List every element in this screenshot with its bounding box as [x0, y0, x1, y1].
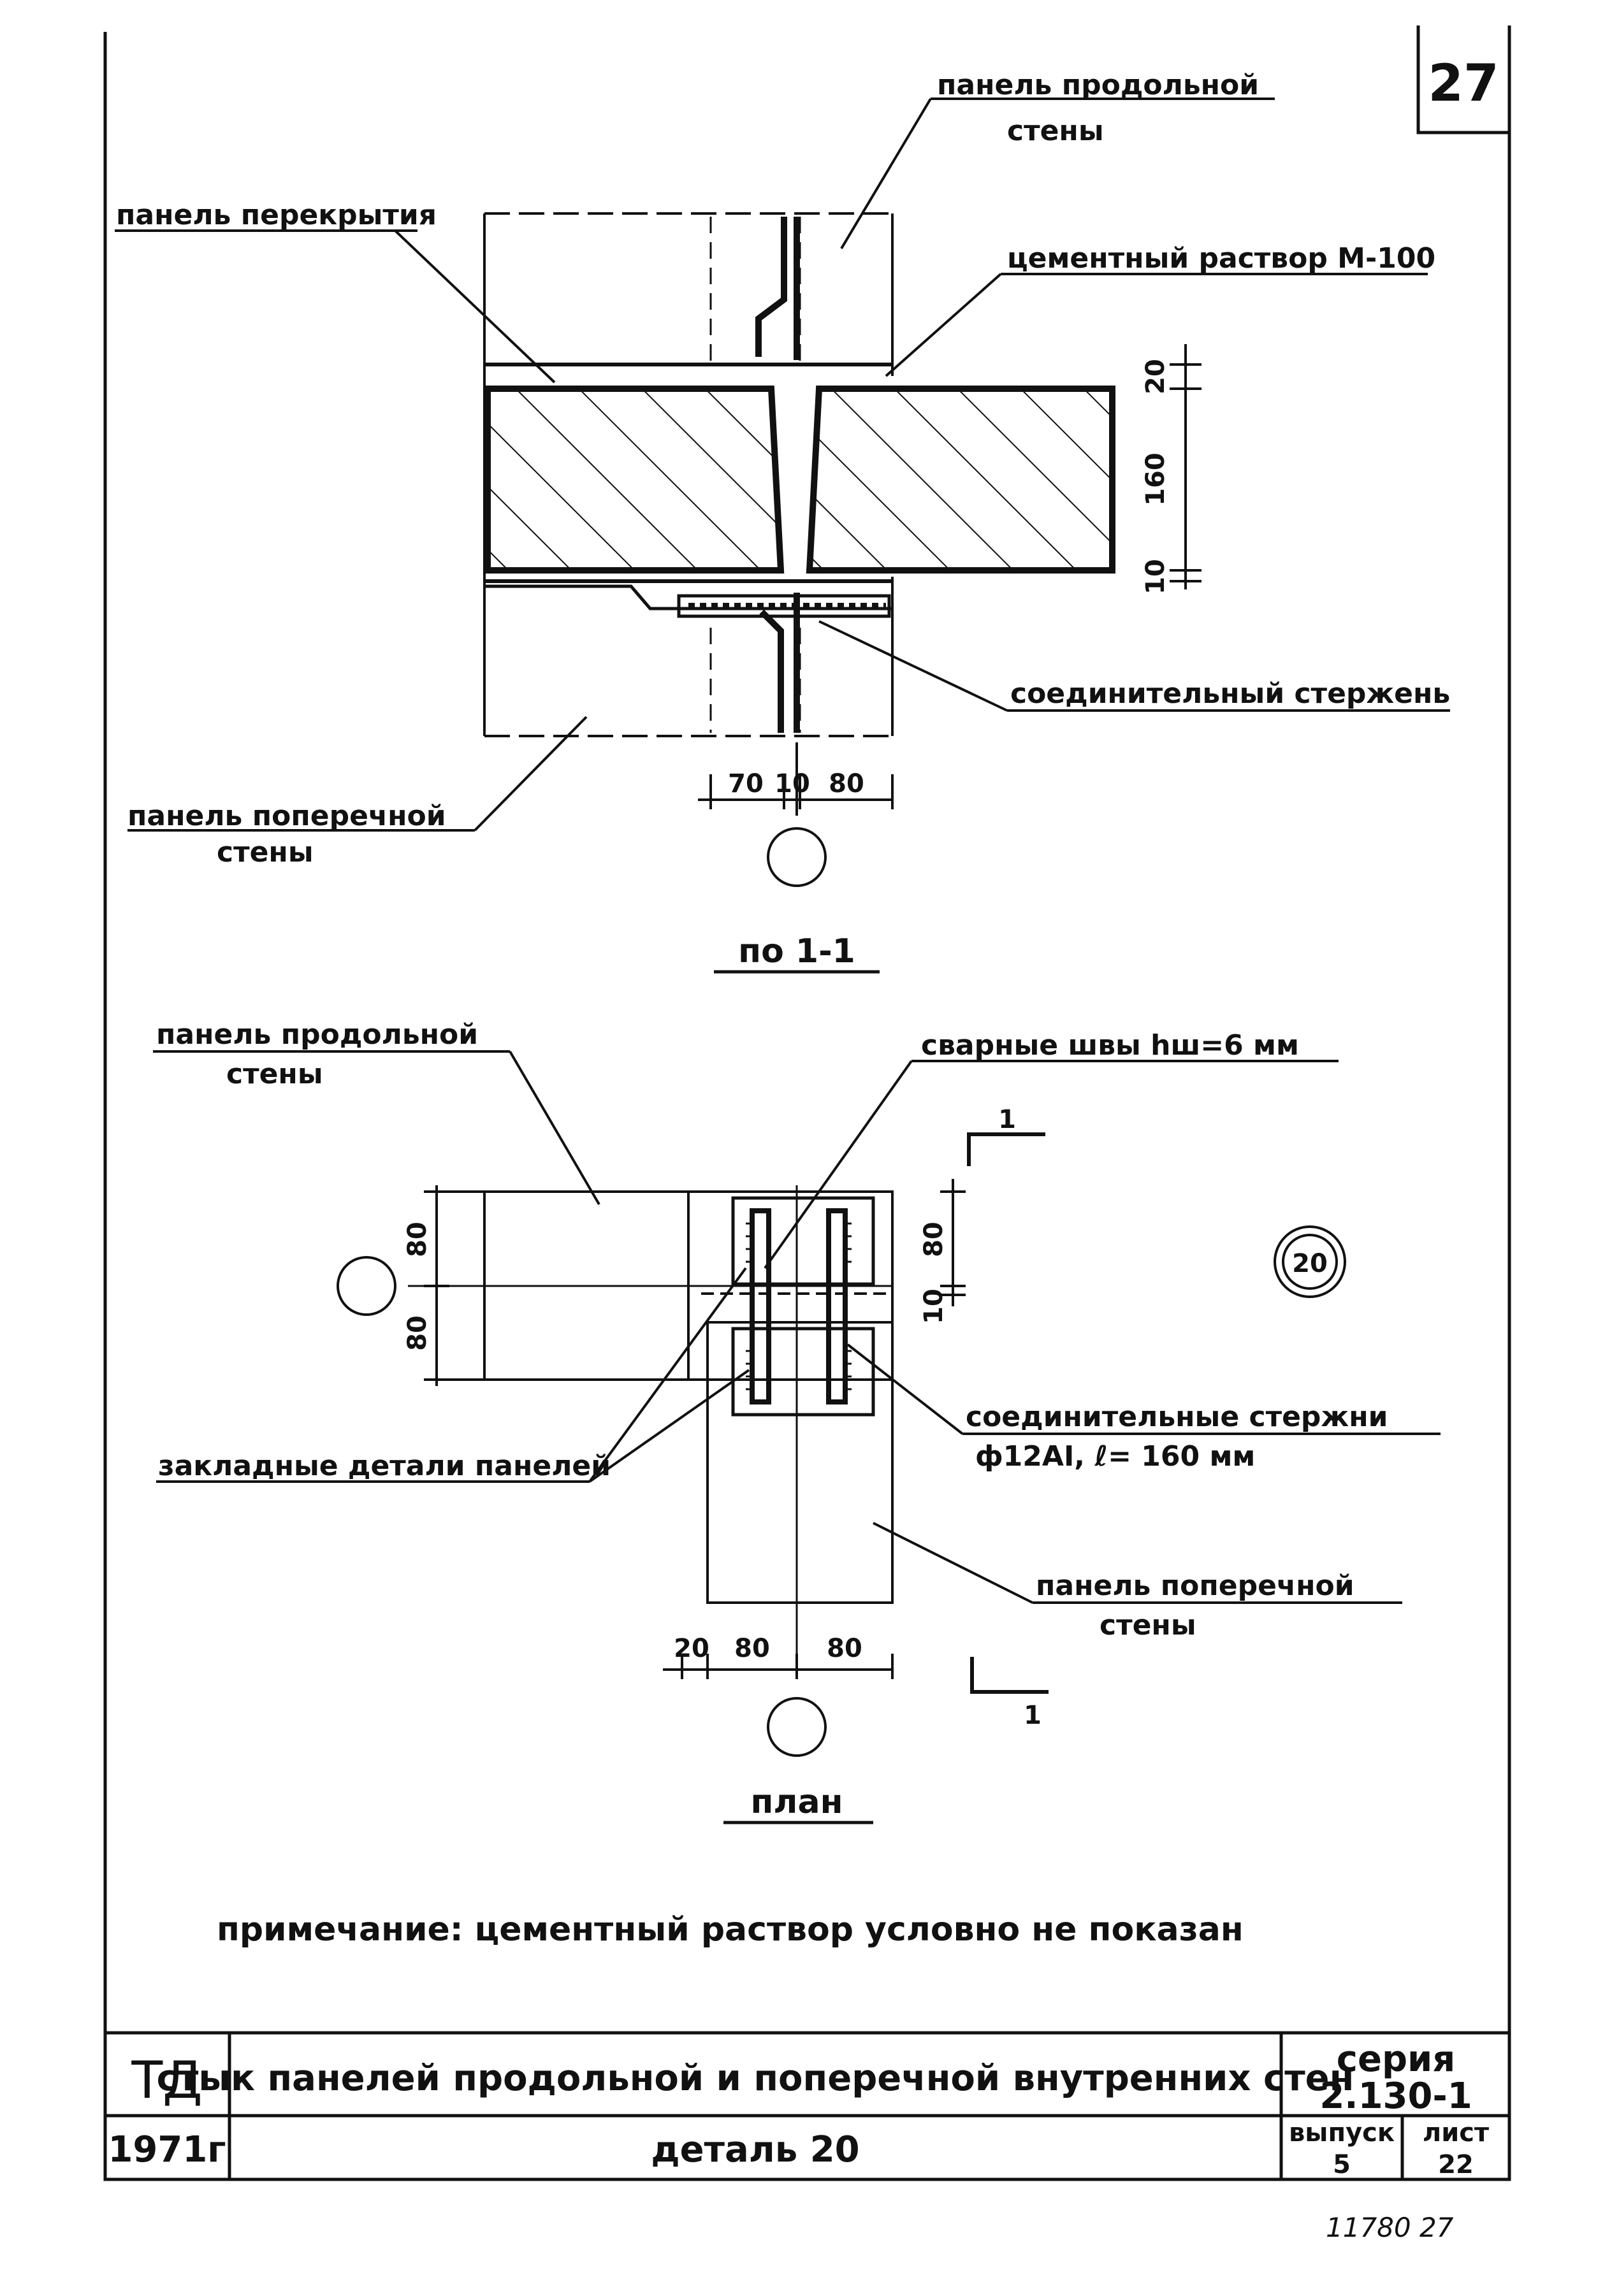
plan-label-long-wall: панель продольной	[156, 1018, 478, 1051]
label-mortar: цементный раствор М-100	[1007, 242, 1435, 275]
plan-bottom-dims	[663, 1654, 894, 1679]
plan-dim-right-80: 80	[919, 1222, 948, 1257]
dim-v-20: 20	[1141, 359, 1170, 394]
label-long-wall-2: стены	[1007, 115, 1104, 147]
tb-year: 1971г	[108, 2129, 226, 2170]
dim-h-10: 10	[774, 769, 810, 798]
section-title: по 1-1	[738, 932, 855, 971]
dim-h-70: 70	[728, 769, 764, 798]
cut-marker-bottom	[970, 1657, 1049, 1694]
tb-series-label: серия	[1337, 2039, 1455, 2080]
plan-label-cross-wall-2: стены	[1100, 1609, 1196, 1642]
plan: 80 80 80 10 20 80 80 1 1	[153, 1018, 1441, 1824]
embedded-plate-section	[484, 584, 892, 618]
section-leaders	[115, 97, 1450, 832]
cut-label-bottom: 1	[1024, 1701, 1042, 1730]
label-cross-wall: панель поперечной	[127, 800, 446, 832]
plan-rods	[750, 1208, 848, 1404]
plan-label-long-wall-2: стены	[226, 1058, 323, 1090]
axis-bubble	[767, 827, 827, 887]
dim-v-160: 160	[1141, 452, 1170, 506]
title-block: ТД 1971г стык панелей продольной и попер…	[103, 2031, 1511, 2181]
tb-org: ТД	[131, 2051, 202, 2110]
sheet-number: 27	[1428, 54, 1499, 113]
dim-v-10: 10	[1141, 559, 1170, 595]
plan-label-rods: соединительные стержни	[966, 1401, 1388, 1433]
plan-leaders	[153, 1050, 1441, 1604]
section-vertical-dims	[1170, 344, 1202, 589]
plan-dim-bottom-80b: 80	[827, 1634, 862, 1663]
tb-series-value: 2.130-1	[1319, 2076, 1472, 2117]
plan-dim-left-80b: 80	[403, 1315, 432, 1351]
plan-dim-right-10: 10	[919, 1289, 948, 1324]
section-1-1: 20 160 10 70 10 80 панель продольной	[115, 69, 1450, 974]
footer-handwritten: 11780 27	[1326, 2212, 1454, 2243]
cut-marker-top	[967, 1132, 1045, 1166]
plan-dim-bottom-80a: 80	[734, 1634, 770, 1663]
plan-dim-left-80a: 80	[403, 1222, 432, 1257]
tb-sheet-label: лист	[1423, 2118, 1490, 2148]
slab-right	[806, 386, 1115, 574]
label-slab: панель перекрытия	[116, 199, 437, 231]
section-horizontal-dims	[698, 774, 894, 809]
plan-embedded-plates	[731, 1196, 875, 1417]
tb-sheet-value: 22	[1438, 2150, 1474, 2179]
sheet-number-box: 27	[1416, 25, 1509, 134]
plan-dim-bottom-20: 20	[674, 1634, 709, 1663]
drawing-frame	[103, 25, 1511, 2181]
slab-left	[484, 386, 785, 574]
cut-label-top: 1	[998, 1105, 1016, 1134]
dim-h-80: 80	[829, 769, 864, 798]
tb-subtitle: деталь 20	[651, 2129, 859, 2170]
label-rod: соединительный стержень	[1010, 677, 1450, 710]
detail-circle-inner	[1282, 1234, 1338, 1290]
plan-left-dims	[424, 1185, 449, 1386]
tb-title: стык панелей продольной и поперечной вну…	[157, 2058, 1354, 2099]
label-cross-wall-2: стены	[217, 836, 314, 869]
detail-circle-outer	[1274, 1225, 1346, 1298]
plan-label-welds: сварные швы hш=6 мм	[921, 1029, 1299, 1062]
plan-right-dims	[940, 1179, 966, 1306]
drawing-note: примечание: цементный раствор условно не…	[217, 1910, 1244, 1949]
plan-label-cross-wall: панель поперечной	[1036, 1570, 1354, 1602]
plan-axis-bubble-bottom	[767, 1697, 827, 1757]
plan-weld-ticks	[746, 1222, 852, 1390]
plan-label-embedded: закладные детали панелей	[158, 1450, 611, 1482]
plan-label-rods-spec: ф12АI, ℓ= 160 мм	[975, 1440, 1255, 1473]
tb-issue-label: выпуск	[1289, 2118, 1395, 2148]
plan-title: план	[750, 1783, 843, 1821]
label-long-wall: панель продольной	[937, 69, 1259, 101]
plan-axis-bubble-left	[337, 1256, 396, 1316]
tb-issue-value: 5	[1333, 2150, 1351, 2179]
detail-number: 20	[1292, 1249, 1328, 1278]
